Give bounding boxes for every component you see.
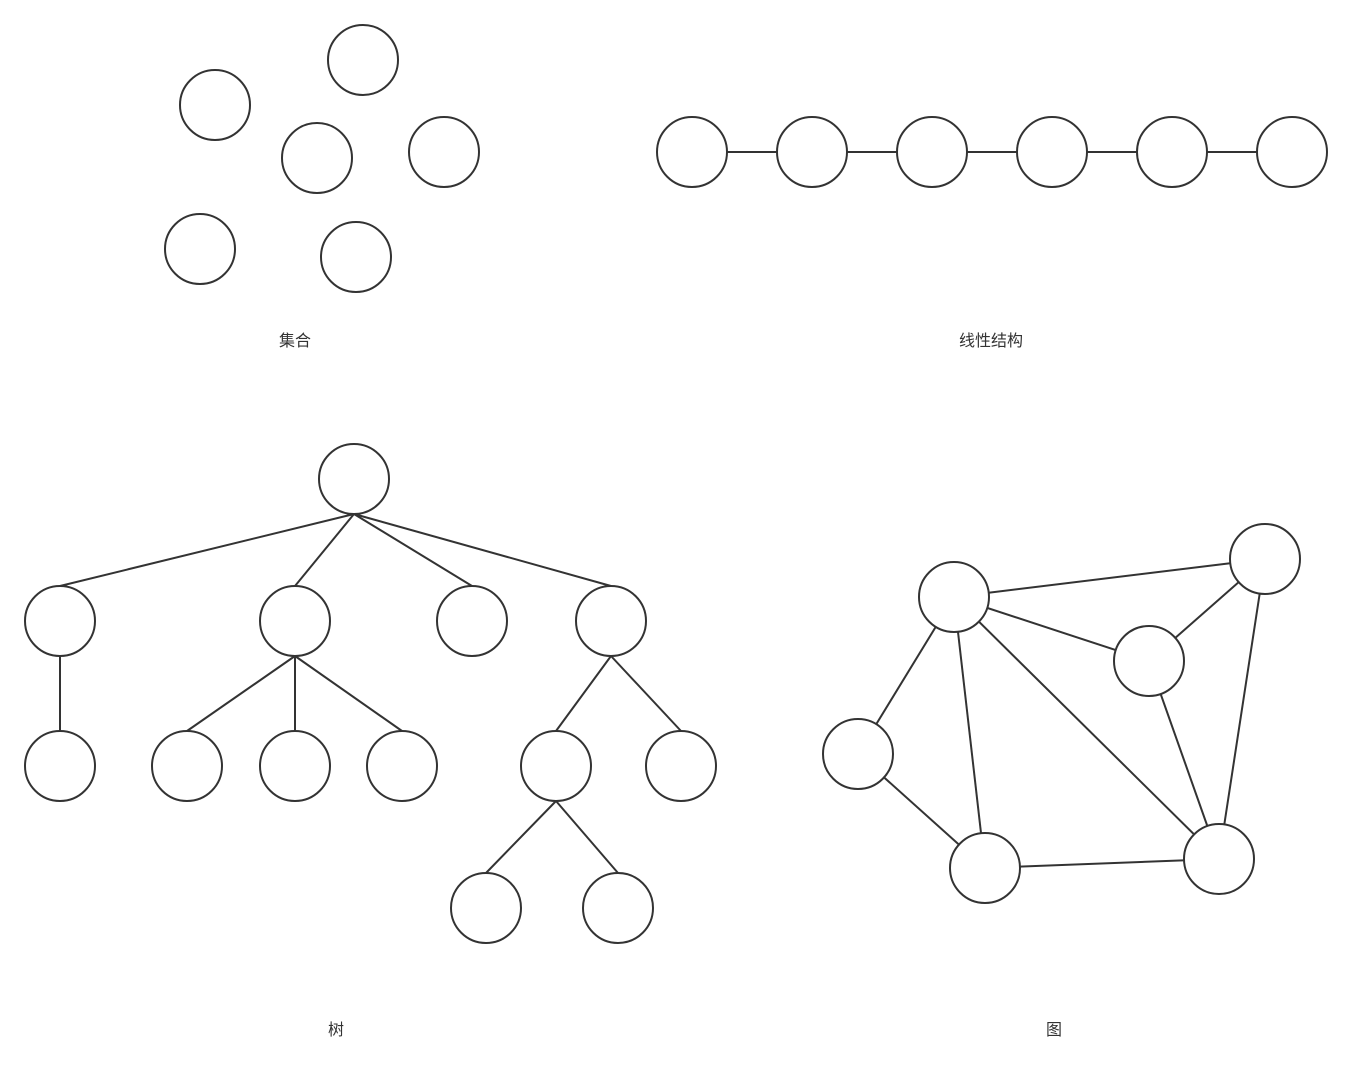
tree-node xyxy=(259,730,331,802)
graph-node xyxy=(918,561,990,633)
tree-edge xyxy=(353,513,473,587)
graph-node xyxy=(949,832,1021,904)
tree-edge xyxy=(555,800,619,874)
set-node xyxy=(327,24,399,96)
tree-node xyxy=(520,730,592,802)
linear-group xyxy=(656,116,1328,188)
set-caption: 集合 xyxy=(278,331,312,350)
graph-node xyxy=(1183,823,1255,895)
linear-node xyxy=(776,116,848,188)
graph-edge xyxy=(953,558,1266,598)
tree-edge xyxy=(59,513,355,587)
tree-group xyxy=(24,443,717,944)
graph-edge xyxy=(984,858,1220,869)
tree-root-node xyxy=(318,443,390,515)
tree-edge xyxy=(294,655,403,732)
graph-group xyxy=(822,523,1301,904)
graph-caption: 图 xyxy=(1045,1020,1063,1039)
tree-node xyxy=(24,585,96,657)
tree-edge xyxy=(294,513,355,587)
linear-structure-caption: 线性结构 xyxy=(958,331,1024,350)
tree-node xyxy=(366,730,438,802)
set-node xyxy=(179,69,251,141)
tree-node xyxy=(24,730,96,802)
tree-node xyxy=(259,585,331,657)
set-group xyxy=(164,24,480,293)
linear-node xyxy=(656,116,728,188)
tree-node xyxy=(582,872,654,944)
set-node xyxy=(164,213,236,285)
tree-caption: 树 xyxy=(327,1020,345,1039)
tree-edge xyxy=(485,800,557,874)
set-node xyxy=(320,221,392,293)
linear-node xyxy=(1016,116,1088,188)
tree-edge xyxy=(186,655,296,732)
graph-edge xyxy=(953,596,986,869)
set-node xyxy=(408,116,480,188)
tree-node xyxy=(575,585,647,657)
tree-edge xyxy=(555,655,612,732)
graph-edge xyxy=(953,596,1220,860)
tree-node xyxy=(645,730,717,802)
linear-node xyxy=(1136,116,1208,188)
set-node xyxy=(281,122,353,194)
graph-edge xyxy=(1218,558,1266,860)
tree-node xyxy=(436,585,508,657)
tree-edge xyxy=(610,655,682,732)
graph-node xyxy=(822,718,894,790)
tree-node xyxy=(151,730,223,802)
graph-node xyxy=(1113,625,1185,697)
tree-edge xyxy=(353,513,612,587)
linear-node xyxy=(896,116,968,188)
graph-node xyxy=(1229,523,1301,595)
tree-node xyxy=(450,872,522,944)
linear-node xyxy=(1256,116,1328,188)
